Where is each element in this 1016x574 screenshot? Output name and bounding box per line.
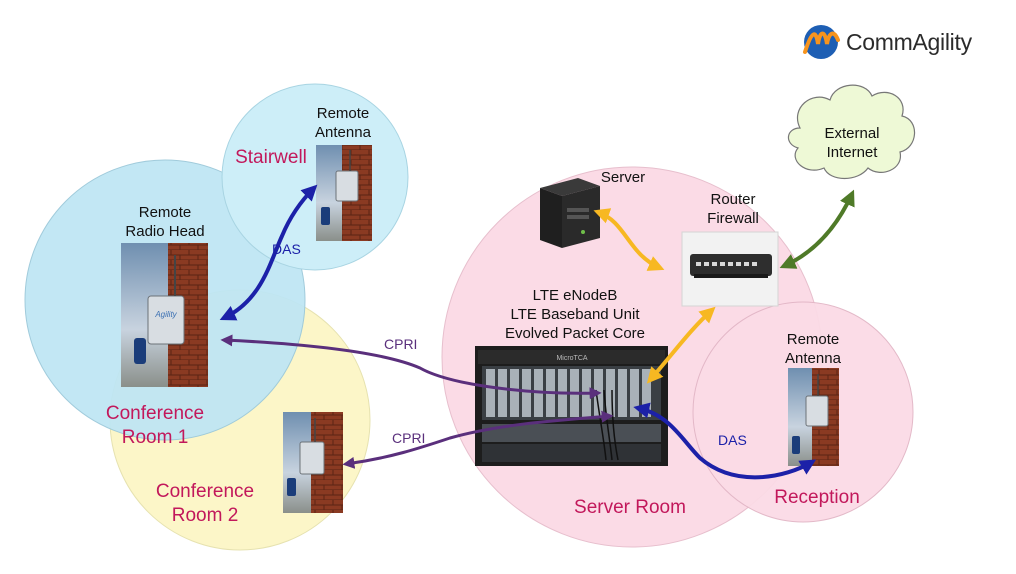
cpri-room2-label: CPRI (392, 430, 426, 446)
commagility-logo-icon (803, 25, 840, 59)
reception-antenna-photo (788, 368, 839, 466)
das-stairwell-label: DAS (272, 241, 301, 257)
lte-enodeb-rack: MicroTCA (475, 346, 668, 466)
das-reception-label: DAS (718, 432, 747, 448)
enodeb-label: LTE eNodeB LTE Baseband Unit Evolved Pac… (504, 287, 646, 342)
svg-text:Agility: Agility (154, 310, 177, 319)
reception-antenna-label: Remote Antenna (785, 331, 841, 367)
external-internet-label: External Internet (824, 125, 880, 161)
router-firewall-label: Router Firewall (707, 191, 759, 227)
reception-label: Reception (774, 487, 860, 508)
server-room-label: Server Room (574, 497, 686, 518)
cpri-room2-link (342, 410, 614, 469)
das-stairwell-link (219, 184, 318, 321)
server-router-link (593, 208, 665, 271)
conference-room-2-label: Conference Room 2 (155, 481, 255, 526)
svg-text:MicroTCA: MicroTCA (556, 355, 587, 362)
brand-name: CommAgility (846, 28, 972, 55)
commagility-logo: CommAgility (800, 20, 1000, 64)
das-reception-link (633, 402, 817, 480)
router-internet-link (779, 189, 855, 269)
router-rack-link (646, 306, 716, 384)
server-label: Server (600, 169, 646, 186)
cpri-room1-link (220, 334, 602, 400)
remote-radio-head-label: Remote Radio Head (125, 204, 205, 240)
conference-room-2-antenna-photo (283, 412, 343, 513)
external-internet-cloud (787, 84, 916, 180)
cpri-room1-label: CPRI (384, 336, 418, 352)
router-icon (681, 231, 779, 307)
server-icon (540, 178, 600, 248)
remote-radio-head-photo: Agility (121, 243, 208, 387)
stairwell-antenna-photo (316, 145, 372, 241)
conference-room-1-label: Conference Room 1 (105, 403, 205, 448)
stairwell-zone-label: Stairwell (235, 147, 307, 168)
stairwell-antenna-label: Remote Antenna (315, 105, 371, 141)
